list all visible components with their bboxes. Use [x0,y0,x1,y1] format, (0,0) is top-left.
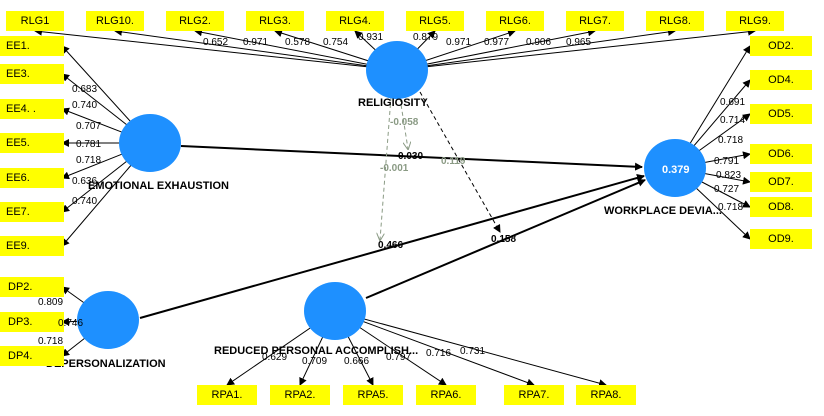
loading-od8: 0.727 [714,184,740,195]
indicator-rlg1: RLG1 [6,11,64,31]
loading-arrow-rlg-1 [34,27,398,71]
indicator-dp4: DP4. [0,346,64,366]
moderation-coef-3: 0.119 [441,156,466,167]
indicator-dp2: DP2. [0,277,64,297]
depersonalization-label: DEPERSONALIZATION [46,358,166,370]
indicator-rlg5: RLG5. [406,11,464,31]
religiosity-node [366,41,428,99]
loading-rlg2: 0.578 [285,37,311,48]
loading-rlg3: 0.754 [323,37,349,48]
indicator-rpa1: RPA1. [197,385,257,405]
loading-ee1: 0.683 [72,84,98,95]
loading-arrow-rlg-2 [114,27,398,71]
loading-rpa1: 0.629 [262,352,288,363]
moderation-coef-1: -0.058 [390,117,419,128]
indicator-rlg9: RLG9. [726,11,784,31]
path-dp-wd-coef: 0.466 [378,240,404,251]
loading-arrow-rlg-10 [396,27,756,71]
indicator-od7: OD7. [750,172,812,192]
loading-rlg4: 0.931 [358,32,384,43]
loading-od5: 0.718 [718,135,744,146]
indicator-rpa2: RPA2. [270,385,330,405]
loading-ee6: 0.718 [76,155,102,166]
loading-rlg6: 0.971 [446,37,472,48]
loading-rlg1: 0.652 [203,37,229,48]
indicator-od6: OD6. [750,144,812,164]
indicator-rpa7: RPA7. [504,385,564,405]
loading-od2: 0.691 [720,97,746,108]
loading-rlg7: 0.977 [484,37,510,48]
indicator-rpa6: RPA6. [416,385,476,405]
depersonalization-node [77,291,139,349]
moderation-coef-2: -0.001 [380,163,409,174]
loading-rpa5: 0.666 [344,356,370,367]
loading-rlg5: 0.879 [413,32,439,43]
path-arrow-ee-wd [180,145,643,171]
indicator-rlg8: RLG8. [646,11,704,31]
loading-od9: 0.718 [718,202,744,213]
indicator-ee9: EE9. [0,236,64,256]
indicator-od4: OD4. [750,70,812,90]
moderation-arrow-3 [419,91,501,233]
indicator-od2: OD2. [750,36,812,56]
indicator-ee3: EE3. [0,64,64,84]
indicator-dp3: DP3. [0,312,64,332]
path-rpa-wd-coef: 0.158 [491,234,517,245]
loading-dp3: 0.746 [58,318,84,329]
reduced-personal-accomplishment-node [304,282,366,340]
emotional-exhaustion-node [119,114,181,172]
indicator-ee1: EE1. [0,36,64,56]
indicator-od9: OD9. [750,229,812,249]
loading-arrow-rlg-9 [396,28,676,71]
loading-rlg8: 0.906 [526,37,552,48]
loading-arrow-rpa-5 [334,310,535,387]
path-arrow-dp-wd [139,174,645,319]
indicator-od5: OD5. [750,104,812,124]
indicator-od8: OD8. [750,197,812,217]
loading-od7: 0.823 [716,170,742,181]
loading-rlg9: 0.965 [566,37,592,48]
workplace-deviance-node [644,139,706,197]
loading-ee3: 0.740 [72,100,98,111]
path-arrow-rpa-wd [365,179,646,299]
path-ee-wd-coef: 0.030 [398,151,424,162]
loading-rpa6: 0.797 [386,352,412,363]
loading-dp4: 0.718 [38,336,64,347]
indicator-rlg6: RLG6. [486,11,544,31]
workplace-deviance-r2: 0.379 [662,164,690,176]
loading-arrow-rlg-8 [396,28,596,71]
indicator-rlg4: RLG4. [326,11,384,31]
indicator-rlg3: RLG3. [246,11,304,31]
loading-ee9: 0.740 [72,196,98,207]
indicator-ee5: EE5. [0,133,64,153]
indicator-rpa8: RPA8. [576,385,636,405]
indicator-rpa5: RPA5. [343,385,403,405]
religiosity-label: RELIGIOSITY [358,97,428,109]
loading-ee7: 0.636 [72,176,98,187]
loading-rpa7: 0.716 [426,348,452,359]
loading-rlg10: 0.971 [243,37,269,48]
indicator-rlg2: RLG2. [166,11,224,31]
moderation-arrow-2 [399,97,408,149]
loading-arrow-rlg-3 [194,28,398,71]
loading-rpa8: 0.731 [460,346,486,357]
workplace-deviance-label: WORKPLACE DEVIA... [604,205,722,217]
indicator-ee7: EE7. [0,202,64,222]
indicator-rlg7: RLG7. [566,11,624,31]
loading-dp2: 0.809 [38,297,64,308]
loading-ee5: 0.781 [76,139,102,150]
loading-od6: 0.791 [714,156,740,167]
indicator-ee6: EE6. [0,168,64,188]
emotional-exhaustion-label: EMOTIONAL EXHAUSTION [88,180,229,192]
loading-arrow-rpa-6 [334,310,607,388]
indicator-ee4: EE4. . [0,99,64,119]
loading-ee4: 0.707 [76,121,102,132]
moderation-arrow-1 [380,96,392,240]
reduced-personal-accomplishment-label: REDUCED PERSONAL ACCOMPLISH... [214,345,419,357]
loading-od4: 0.714 [720,115,746,126]
loading-rpa2: 0.709 [302,356,328,367]
indicator-rlg10: RLG10. [86,11,144,31]
